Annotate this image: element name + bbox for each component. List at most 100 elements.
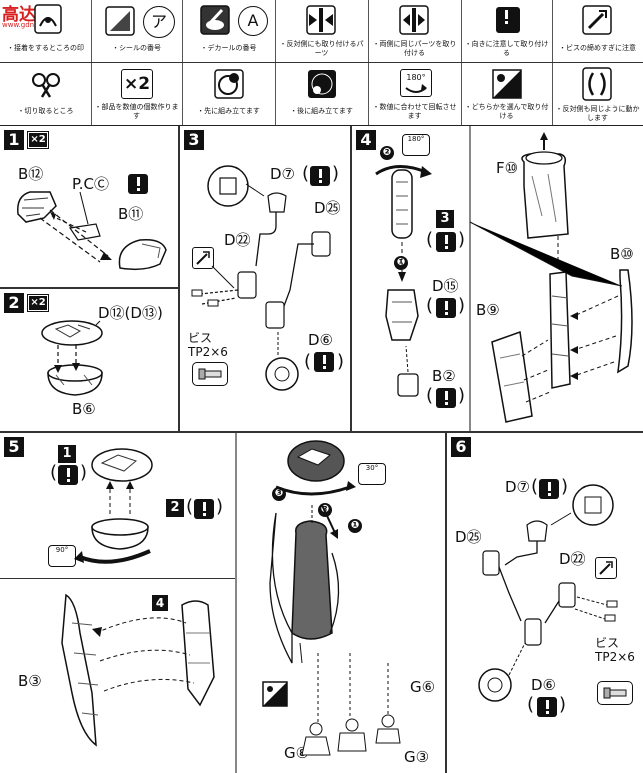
warning-icon <box>128 174 148 194</box>
step-2: 2 ×2 D⑫(D⑬) B⑥ <box>0 289 178 431</box>
part-label: D⑦ <box>505 478 530 496</box>
part-label: G⑥ <box>410 678 436 696</box>
sub-step-number: 1 <box>58 445 76 463</box>
rotate-90-icon: 90° <box>48 545 76 567</box>
legend-screw: ・ビスの締めすぎに注意 <box>552 0 643 62</box>
legend-cut: ・切り取るところ <box>0 63 92 125</box>
step-number: 6 <box>451 437 471 457</box>
legend-caption: ・先に組み立てます <box>197 107 260 115</box>
warning-icon <box>539 479 559 499</box>
paren-open: ( <box>426 229 434 250</box>
legend-caption: ・反対側も同じように動かします <box>555 105 640 122</box>
paren-close: ) <box>561 476 569 497</box>
step-3: 3 D⑦ ( ) D㉕ D㉒ D⑥ ( ) ビス TP2×6 <box>180 126 350 431</box>
part-label: F⑩ <box>496 159 519 177</box>
paren-close: ) <box>458 295 466 316</box>
screw-straight-icon <box>582 5 612 35</box>
legend-glue: ・接着をするところの印 <box>0 0 92 62</box>
warning-icon <box>314 352 334 372</box>
legend-multiple: ×2 ・部品を数値の個数作ります <box>91 63 183 125</box>
cut-point-icon <box>32 73 60 98</box>
part-label: D㉕ <box>314 199 341 217</box>
step-6-drawing <box>478 484 618 702</box>
legend-caption: ・デカールの番号 <box>200 44 257 52</box>
part-label: D㉒ <box>224 231 251 249</box>
warning-icon <box>194 499 214 519</box>
paren-open: ( <box>426 385 434 406</box>
glue-point-icon <box>34 4 62 34</box>
make-multiple-icon: ×2 <box>121 69 153 99</box>
paren-open: ( <box>304 351 312 372</box>
rotate-label: 180° <box>406 73 426 82</box>
paren-close: ) <box>332 163 340 184</box>
step-1-drawing <box>17 191 167 271</box>
paren-open: ( <box>531 476 539 497</box>
paren-open: ( <box>302 163 310 184</box>
rotate-180-icon: 180° <box>402 134 430 156</box>
legend-caption: ・ビスの締めすぎに注意 <box>559 44 636 52</box>
legend-later: ・後に組み立てます <box>275 63 369 125</box>
screw-size: TP2×6 <box>188 345 228 359</box>
paren-open: ( <box>50 462 58 483</box>
screw-size: TP2×6 <box>595 650 635 664</box>
part-label: G③ <box>404 748 430 766</box>
sequence-badge: ❷ <box>380 146 394 160</box>
part-label: B⑥ <box>72 400 96 418</box>
step-6: 6 D⑦ ( ) D㉕ D㉒ ビス TP2×6 D⑥ ( ) <box>447 433 643 773</box>
part-label: P.CⒸ <box>72 175 109 193</box>
legend-caption: ・どちらかを選んで取り付ける <box>464 103 549 120</box>
paren-open: ( <box>527 694 535 715</box>
screw-icon <box>597 681 633 705</box>
legend: ・接着をするところの印 ア ・シールの番号 A ・デカールの番号 ・反対側にも取… <box>0 0 643 126</box>
rotate-label: 180° <box>407 135 425 143</box>
legend-caption: ・数値に合わせて回転させます <box>372 103 457 120</box>
step-number: 3 <box>184 130 204 150</box>
step-number: 5 <box>4 437 24 457</box>
screw-icon <box>192 362 228 386</box>
sub-step-number: 2 <box>166 499 184 517</box>
attach-both-sides-icon <box>399 5 429 35</box>
assemble-first-icon <box>214 69 244 99</box>
part-label: D㉕ <box>455 528 482 546</box>
choose-either-icon <box>262 681 288 707</box>
warning-icon <box>310 166 330 186</box>
legend-caption: ・切り取るところ <box>17 107 74 115</box>
part-label: D㉒ <box>559 550 586 568</box>
legend-rotate: 180° ・数値に合わせて回転させます <box>368 63 462 125</box>
screw-label: ビス <box>595 636 620 650</box>
part-label: B② <box>432 367 456 385</box>
paren-close: ) <box>458 385 466 406</box>
attach-opposite-icon <box>306 5 336 35</box>
part-label: D⑫(D⑬) <box>98 304 163 322</box>
legend-sticker: ア ・シールの番号 <box>91 0 183 62</box>
paren-close: ) <box>216 496 224 517</box>
step-1: 1 ×2 B⑫ P.CⒸ B⑪ <box>0 126 178 287</box>
legend-caption: ・部品を数値の個数作ります <box>94 103 179 120</box>
mirror-symmetric-icon <box>582 67 612 101</box>
step-number: 4 <box>356 130 376 150</box>
rotate-180-icon: 180° <box>400 69 432 97</box>
legend-choose: ・どちらかを選んで取り付ける <box>461 63 553 125</box>
watermark-url: www.gdnet.com <box>2 21 59 29</box>
legend-opposite: ・反対側にも取り付けるパーツ <box>275 0 369 62</box>
choose-either-icon <box>492 69 522 99</box>
sticker-number-icon: ア <box>143 6 175 38</box>
part-label: D⑥ <box>531 676 556 694</box>
legend-caption: ・向きに注意して取り付ける <box>464 40 549 57</box>
assemble-later-icon <box>308 70 336 98</box>
sub-step-number: 4 <box>152 595 168 611</box>
orientation-warning-icon <box>496 7 520 33</box>
warning-icon <box>436 232 456 252</box>
legend-mirror: ・反対側も同じように動かします <box>552 63 643 125</box>
part-label: D⑥ <box>308 331 333 349</box>
warning-icon <box>436 388 456 408</box>
paren-close: ) <box>559 694 567 715</box>
warning-icon <box>436 298 456 318</box>
part-label: B⑨ <box>476 301 500 319</box>
part-label: B⑩ <box>610 245 634 263</box>
step-number: 1 <box>4 130 24 150</box>
rotate-arrow-icon <box>405 84 427 93</box>
part-label: D⑮ <box>432 277 459 295</box>
decal-number-icon: A <box>238 6 268 36</box>
warning-icon <box>537 697 557 717</box>
